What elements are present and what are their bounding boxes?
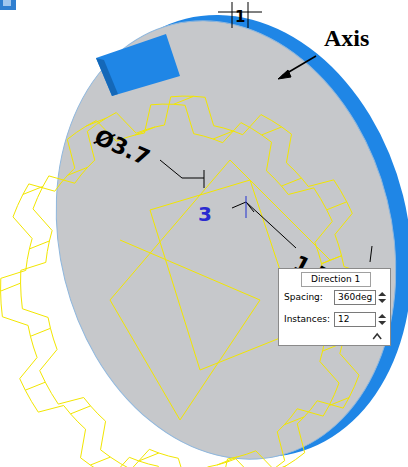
spin-up bbox=[378, 292, 386, 296]
leader-line bbox=[160, 160, 182, 178]
gear-edge bbox=[135, 127, 155, 135]
gear-edge bbox=[90, 457, 110, 465]
dimension-lines bbox=[160, 2, 372, 262]
collapse-chevron bbox=[373, 334, 381, 339]
gear-edge bbox=[68, 167, 88, 175]
slot-cut bbox=[96, 34, 180, 96]
gear-edge bbox=[329, 398, 349, 406]
field-value: 12 bbox=[338, 315, 349, 324]
gear-edge bbox=[29, 241, 49, 249]
spin-down bbox=[378, 321, 386, 325]
gear-edge bbox=[322, 256, 342, 264]
header-text: Direction 1 bbox=[311, 275, 360, 284]
disk-face bbox=[11, 0, 408, 467]
gear-edge bbox=[281, 178, 301, 186]
gear-edge bbox=[262, 127, 282, 135]
field-value: 360deg bbox=[338, 293, 372, 302]
dimension-value: 1 bbox=[235, 10, 245, 25]
instances-field: 12 bbox=[334, 312, 376, 327]
spin-down bbox=[378, 299, 386, 303]
dimension-line bbox=[232, 202, 246, 208]
pattern-popup: Spacing: Instances: Direction 1 360deg 12 bbox=[278, 268, 391, 346]
spacing-field: 360deg bbox=[334, 290, 376, 305]
spin-up bbox=[378, 314, 386, 318]
field-label: Instances: bbox=[284, 315, 330, 324]
gear-edge bbox=[174, 96, 194, 104]
gear-edge bbox=[71, 406, 91, 414]
gear-edge bbox=[327, 202, 347, 210]
gear-wireframe bbox=[1, 96, 372, 467]
gear-edge bbox=[266, 466, 286, 467]
section-header: Direction 1 bbox=[301, 272, 371, 287]
leader-tick bbox=[204, 170, 205, 188]
dimension-line bbox=[246, 202, 296, 248]
extension-line bbox=[232, 2, 233, 28]
gear-edge bbox=[1, 283, 21, 291]
gear-edge bbox=[139, 453, 159, 461]
gear-outline bbox=[21, 96, 372, 467]
dimension-value: 3 bbox=[198, 204, 212, 224]
gear-edge bbox=[322, 256, 342, 264]
arrowhead bbox=[278, 70, 291, 79]
disk bbox=[11, 0, 408, 467]
gear-edge bbox=[30, 328, 50, 336]
gear-edge bbox=[213, 131, 233, 139]
slot-wall bbox=[96, 58, 118, 96]
toolbar-icon bbox=[3, 0, 11, 6]
extension-line bbox=[248, 2, 249, 28]
gear-edge bbox=[86, 118, 106, 126]
toolbar-icon bbox=[0, 0, 16, 10]
axis-label: Axis bbox=[324, 26, 369, 50]
extension-line bbox=[370, 246, 372, 262]
leader-line bbox=[182, 178, 204, 179]
gear-edge bbox=[25, 382, 45, 390]
field-label: Spacing: bbox=[284, 293, 323, 302]
gear-edge bbox=[217, 457, 237, 465]
gear-edge bbox=[284, 417, 304, 425]
center-mark bbox=[246, 196, 247, 218]
gear-edge bbox=[23, 186, 43, 194]
